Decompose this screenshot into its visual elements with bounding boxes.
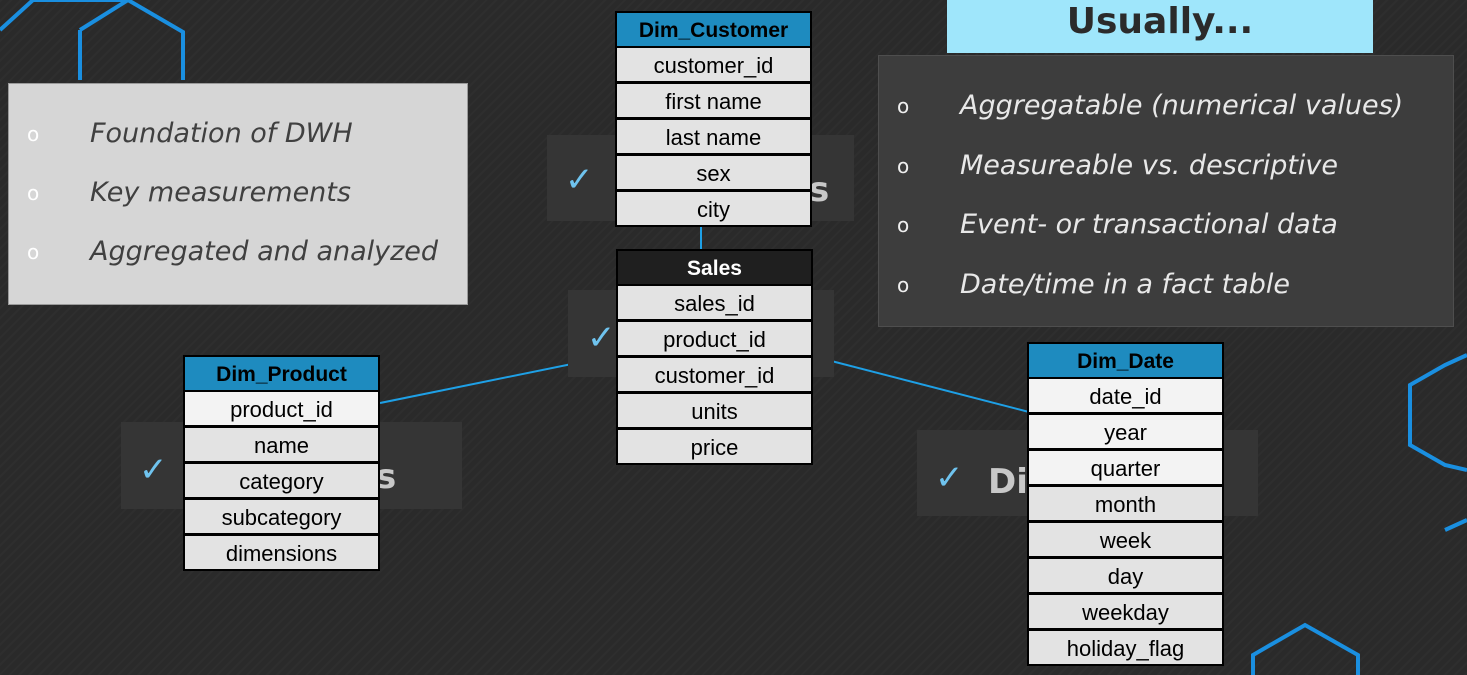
table-column: holiday_flag <box>1029 631 1222 664</box>
usually-badge: Usually... <box>947 0 1373 53</box>
table-title: Dim_Date <box>1029 344 1222 377</box>
list-item: o Aggregated and analyzed <box>27 236 438 267</box>
list-item-text: Aggregated and analyzed <box>90 236 439 267</box>
usually-characteristics-panel: o Aggregatable (numerical values) o Meas… <box>878 55 1454 327</box>
bullet-icon: o <box>897 272 910 297</box>
connector-sales-date <box>811 355 1030 413</box>
fact-table-definition-panel: o Foundation of DWH o Key measurements o… <box>8 83 468 305</box>
bullet-icon: o <box>27 180 40 205</box>
bullet-icon: o <box>27 239 40 264</box>
check-icon: ✓ <box>139 450 168 490</box>
table-column: day <box>1029 559 1222 592</box>
bullet-icon: o <box>897 153 910 178</box>
list-item: o Aggregatable (numerical values) <box>897 90 1403 121</box>
dim-date-table: Dim_Date date_id year quarter month week… <box>1027 342 1224 666</box>
table-column: week <box>1029 523 1222 556</box>
list-item-text: Key measurements <box>90 177 351 208</box>
check-icon: ✓ <box>565 160 594 200</box>
table-column: date_id <box>1029 379 1222 412</box>
list-item-text: Measureable vs. descriptive <box>960 150 1339 181</box>
table-title: Dim_Customer <box>617 13 810 46</box>
background-card-text: s <box>809 170 830 210</box>
sales-fact-table: Sales sales_id product_id customer_id un… <box>616 249 813 465</box>
table-title: Dim_Product <box>185 357 378 390</box>
table-column: subcategory <box>185 500 378 533</box>
table-column: dimensions <box>185 536 378 569</box>
table-column: product_id <box>185 392 378 425</box>
table-column: quarter <box>1029 451 1222 484</box>
table-column: customer_id <box>617 48 810 81</box>
hexagon-decoration-top-left <box>0 0 185 80</box>
list-item: o Date/time in a fact table <box>897 269 1290 300</box>
dim-customer-table: Dim_Customer customer_id first name last… <box>615 11 812 227</box>
check-icon: ✓ <box>935 458 964 498</box>
list-item-text: Event- or transactional data <box>960 209 1338 240</box>
table-column: first name <box>617 84 810 117</box>
table-column: customer_id <box>618 358 811 391</box>
hexagon-decoration-bottom-right <box>1251 622 1360 675</box>
table-column: units <box>618 394 811 427</box>
hexagon-decoration-right <box>1408 353 1467 532</box>
table-column: month <box>1029 487 1222 520</box>
list-item-text: Date/time in a fact table <box>960 269 1290 300</box>
table-column: price <box>618 430 811 463</box>
list-item-text: Foundation of DWH <box>90 118 353 149</box>
list-item: o Measureable vs. descriptive <box>897 150 1338 181</box>
dim-product-table: Dim_Product product_id name category sub… <box>183 355 380 571</box>
table-column: sex <box>617 156 810 189</box>
background-card-text: s <box>376 457 397 497</box>
table-column: year <box>1029 415 1222 448</box>
table-column: city <box>617 192 810 225</box>
list-item-text: Aggregatable (numerical values) <box>960 90 1404 121</box>
table-column: sales_id <box>618 286 811 319</box>
table-column: name <box>185 428 378 461</box>
bullet-icon: o <box>897 212 910 237</box>
check-icon: ✓ <box>587 318 616 358</box>
table-column: weekday <box>1029 595 1222 628</box>
bullet-icon: o <box>897 93 910 118</box>
table-title: Sales <box>618 251 811 284</box>
list-item: o Event- or transactional data <box>897 209 1338 240</box>
bullet-icon: o <box>27 121 40 146</box>
list-item: o Key measurements <box>27 177 351 208</box>
background-card-text: Di <box>988 462 1028 502</box>
list-item: o Foundation of DWH <box>27 118 353 149</box>
table-column: last name <box>617 120 810 153</box>
table-column: product_id <box>618 322 811 355</box>
table-column: category <box>185 464 378 497</box>
